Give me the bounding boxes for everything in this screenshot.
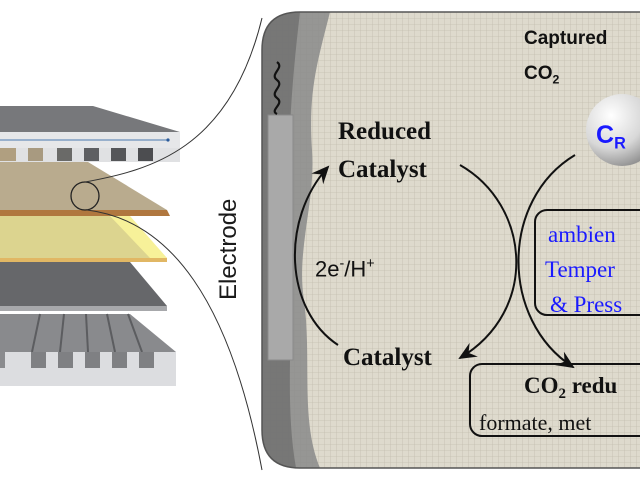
catalyst-layer	[0, 162, 170, 216]
conditions-line3: & Press	[550, 292, 623, 317]
product-subtitle: formate, met	[479, 410, 592, 435]
electrode-label: Electrode	[215, 198, 242, 300]
co2-subscript: 2	[552, 72, 560, 87]
conditions-line1: ambien	[548, 222, 616, 247]
product-title: CO2 redu	[524, 373, 617, 403]
co2-reduction-arrow	[517, 154, 576, 369]
sphere-label-sub: R	[614, 134, 626, 153]
zoom-panel	[261, 11, 640, 469]
diffusion-layer	[0, 262, 167, 311]
product-box	[469, 363, 640, 437]
product-co2-sub: 2	[558, 386, 566, 403]
reduced-catalyst-label-line1: Reduced	[338, 118, 432, 145]
cycle-arrow-right	[458, 164, 518, 360]
top-flow-plate	[0, 106, 180, 162]
proton-charge: +	[366, 256, 375, 272]
sphere-label: CR	[596, 121, 626, 154]
squiggle-icon	[273, 61, 281, 115]
electron-prefix: 2e	[315, 256, 340, 282]
bottom-flow-plate	[0, 313, 176, 386]
electron-charge: -	[339, 256, 345, 272]
electron-proton-label: 2e-/H+	[315, 256, 375, 283]
reduced-catalyst-label-line2: Catalyst	[338, 156, 427, 183]
captured-co2-label: Captured	[524, 28, 608, 49]
proton-text: /H	[344, 256, 367, 282]
callout-line-top	[84, 17, 263, 183]
membrane-layer	[0, 216, 167, 262]
cell-stack	[0, 17, 263, 471]
callout-line-bottom	[86, 209, 263, 471]
cycle-arrow-left	[294, 165, 339, 346]
panel-border	[261, 11, 640, 469]
conditions-box	[534, 209, 640, 316]
product-title-rest: redu	[565, 373, 618, 398]
captured-co2-formula: CO2	[524, 63, 559, 86]
captured-co2-sphere	[586, 94, 640, 166]
conditions-line2: Temper	[545, 257, 615, 282]
product-co2-main: CO	[524, 373, 559, 398]
catalyst-label: Catalyst	[343, 344, 432, 371]
sphere-label-main: C	[596, 121, 615, 149]
co2-main: CO	[524, 63, 553, 84]
electrode-bar	[267, 114, 294, 361]
